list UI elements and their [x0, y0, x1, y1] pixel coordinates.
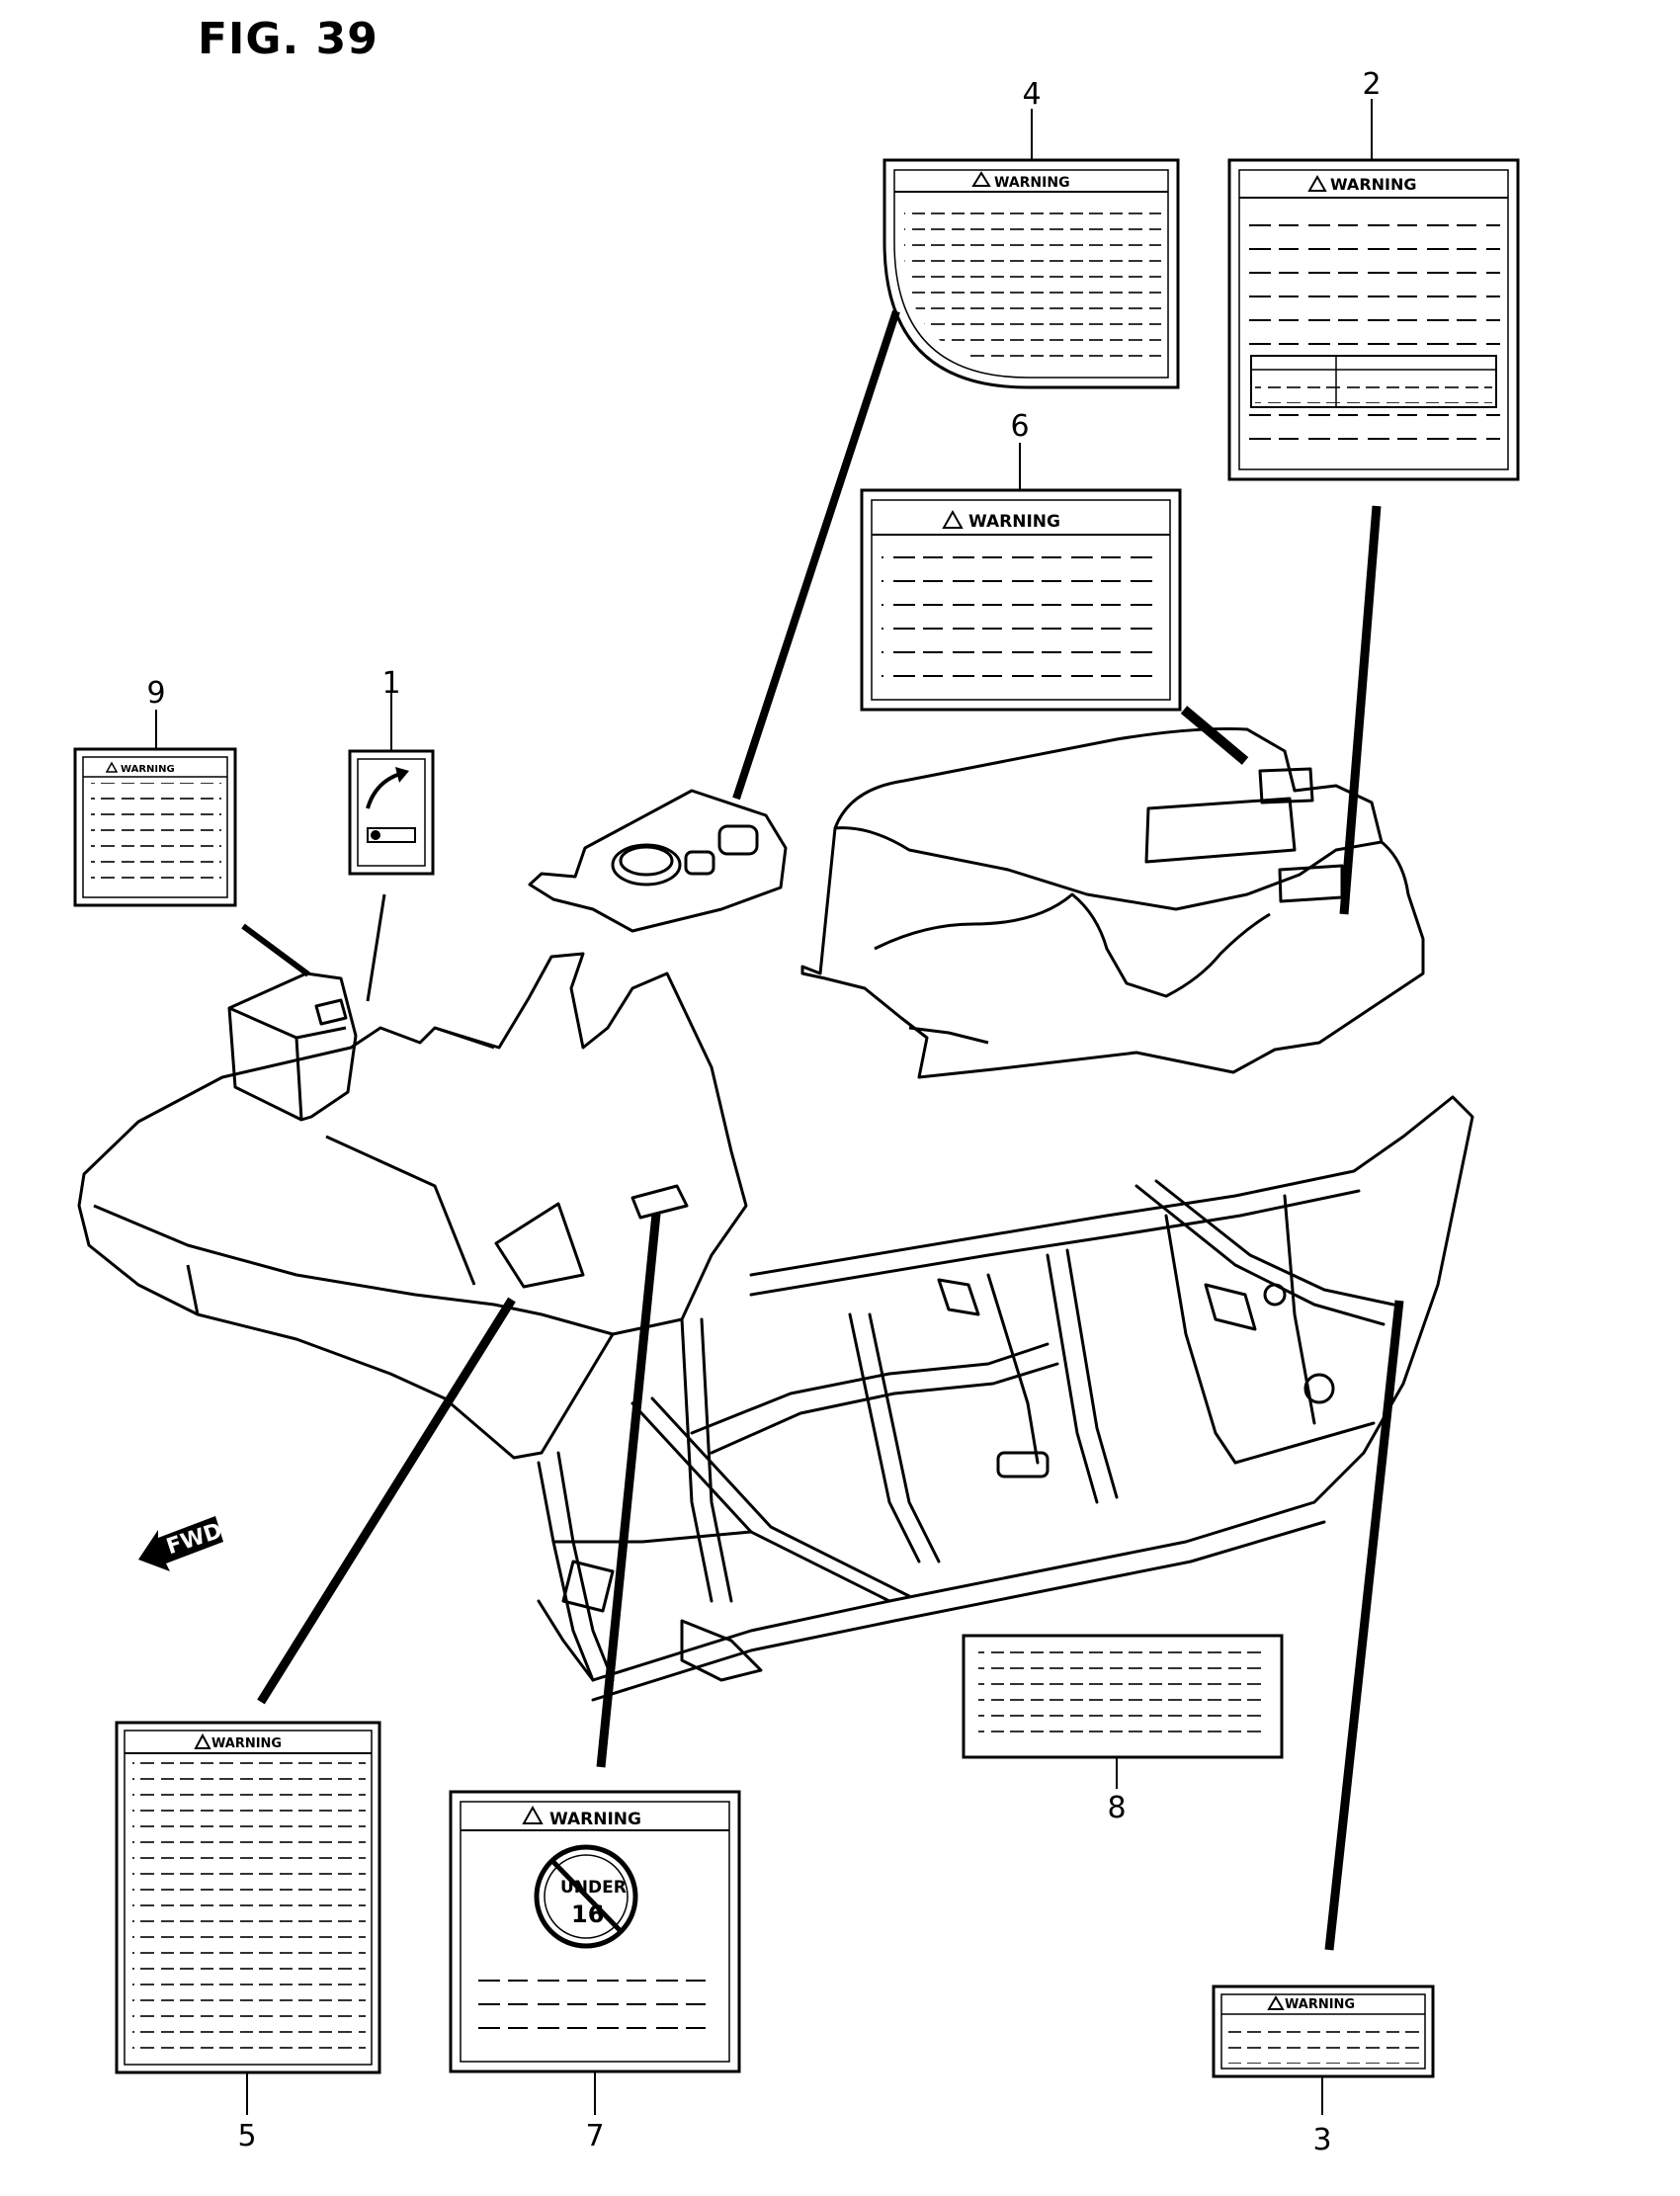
label-9-warning-decal — [73, 710, 237, 907]
callout-9: 9 — [146, 676, 166, 711]
label-7-warning-decal — [449, 1790, 741, 2115]
warning-triangle-icon — [194, 1732, 211, 1749]
label-2-warning-decal — [1227, 99, 1520, 481]
reservoir-part — [227, 971, 358, 1122]
rear-fender-part — [800, 726, 1425, 1079]
callout-3: 3 — [1312, 2123, 1332, 2157]
label-9-warning-text: WARNING — [121, 764, 175, 775]
warning-triangle-icon — [105, 761, 119, 773]
label-7-warning-text: WARNING — [549, 1810, 641, 1829]
label-4-warning-text: WARNING — [994, 175, 1070, 191]
under-16-number: 16 — [571, 1900, 604, 1928]
label-2-warning-text: WARNING — [1330, 175, 1417, 194]
lever-icon — [367, 827, 416, 843]
label-5-warning-decal — [115, 1721, 381, 2115]
figure-title: FIG. 39 — [198, 14, 378, 64]
front-fender-part — [77, 952, 748, 1460]
under-16-text: UNDER — [560, 1878, 627, 1898]
forward-arrow-icon — [138, 1516, 223, 1571]
warning-triangle-icon — [942, 509, 964, 529]
label-4-warning-decal — [882, 109, 1180, 389]
label-3-warning-text: WARNING — [1285, 1997, 1355, 2012]
callout-8: 8 — [1107, 1791, 1127, 1825]
label-3-warning-decal — [1212, 1985, 1435, 2115]
callout-5: 5 — [237, 2119, 257, 2154]
front-panel-part — [528, 789, 788, 933]
no-under-16-icon — [534, 1844, 638, 1949]
curved-arrow-icon — [366, 771, 404, 809]
warning-triangle-icon — [1307, 174, 1327, 192]
label-5-warning-text: WARNING — [211, 1736, 282, 1751]
label-6-warning-text: WARNING — [968, 512, 1060, 532]
frame-part — [537, 1095, 1474, 1702]
label-1-choke-decal — [348, 692, 435, 876]
label-6-warning-decal — [860, 443, 1182, 712]
callout-6: 6 — [1010, 409, 1030, 444]
warning-triangle-icon — [971, 171, 991, 187]
callout-2: 2 — [1362, 67, 1382, 102]
warning-triangle-icon — [522, 1805, 544, 1824]
label-8-info-decal — [962, 1634, 1284, 1789]
callout-4: 4 — [1022, 77, 1042, 112]
warning-triangle-icon — [1267, 1995, 1285, 2010]
callout-1: 1 — [381, 666, 401, 701]
callout-7: 7 — [585, 2119, 605, 2154]
